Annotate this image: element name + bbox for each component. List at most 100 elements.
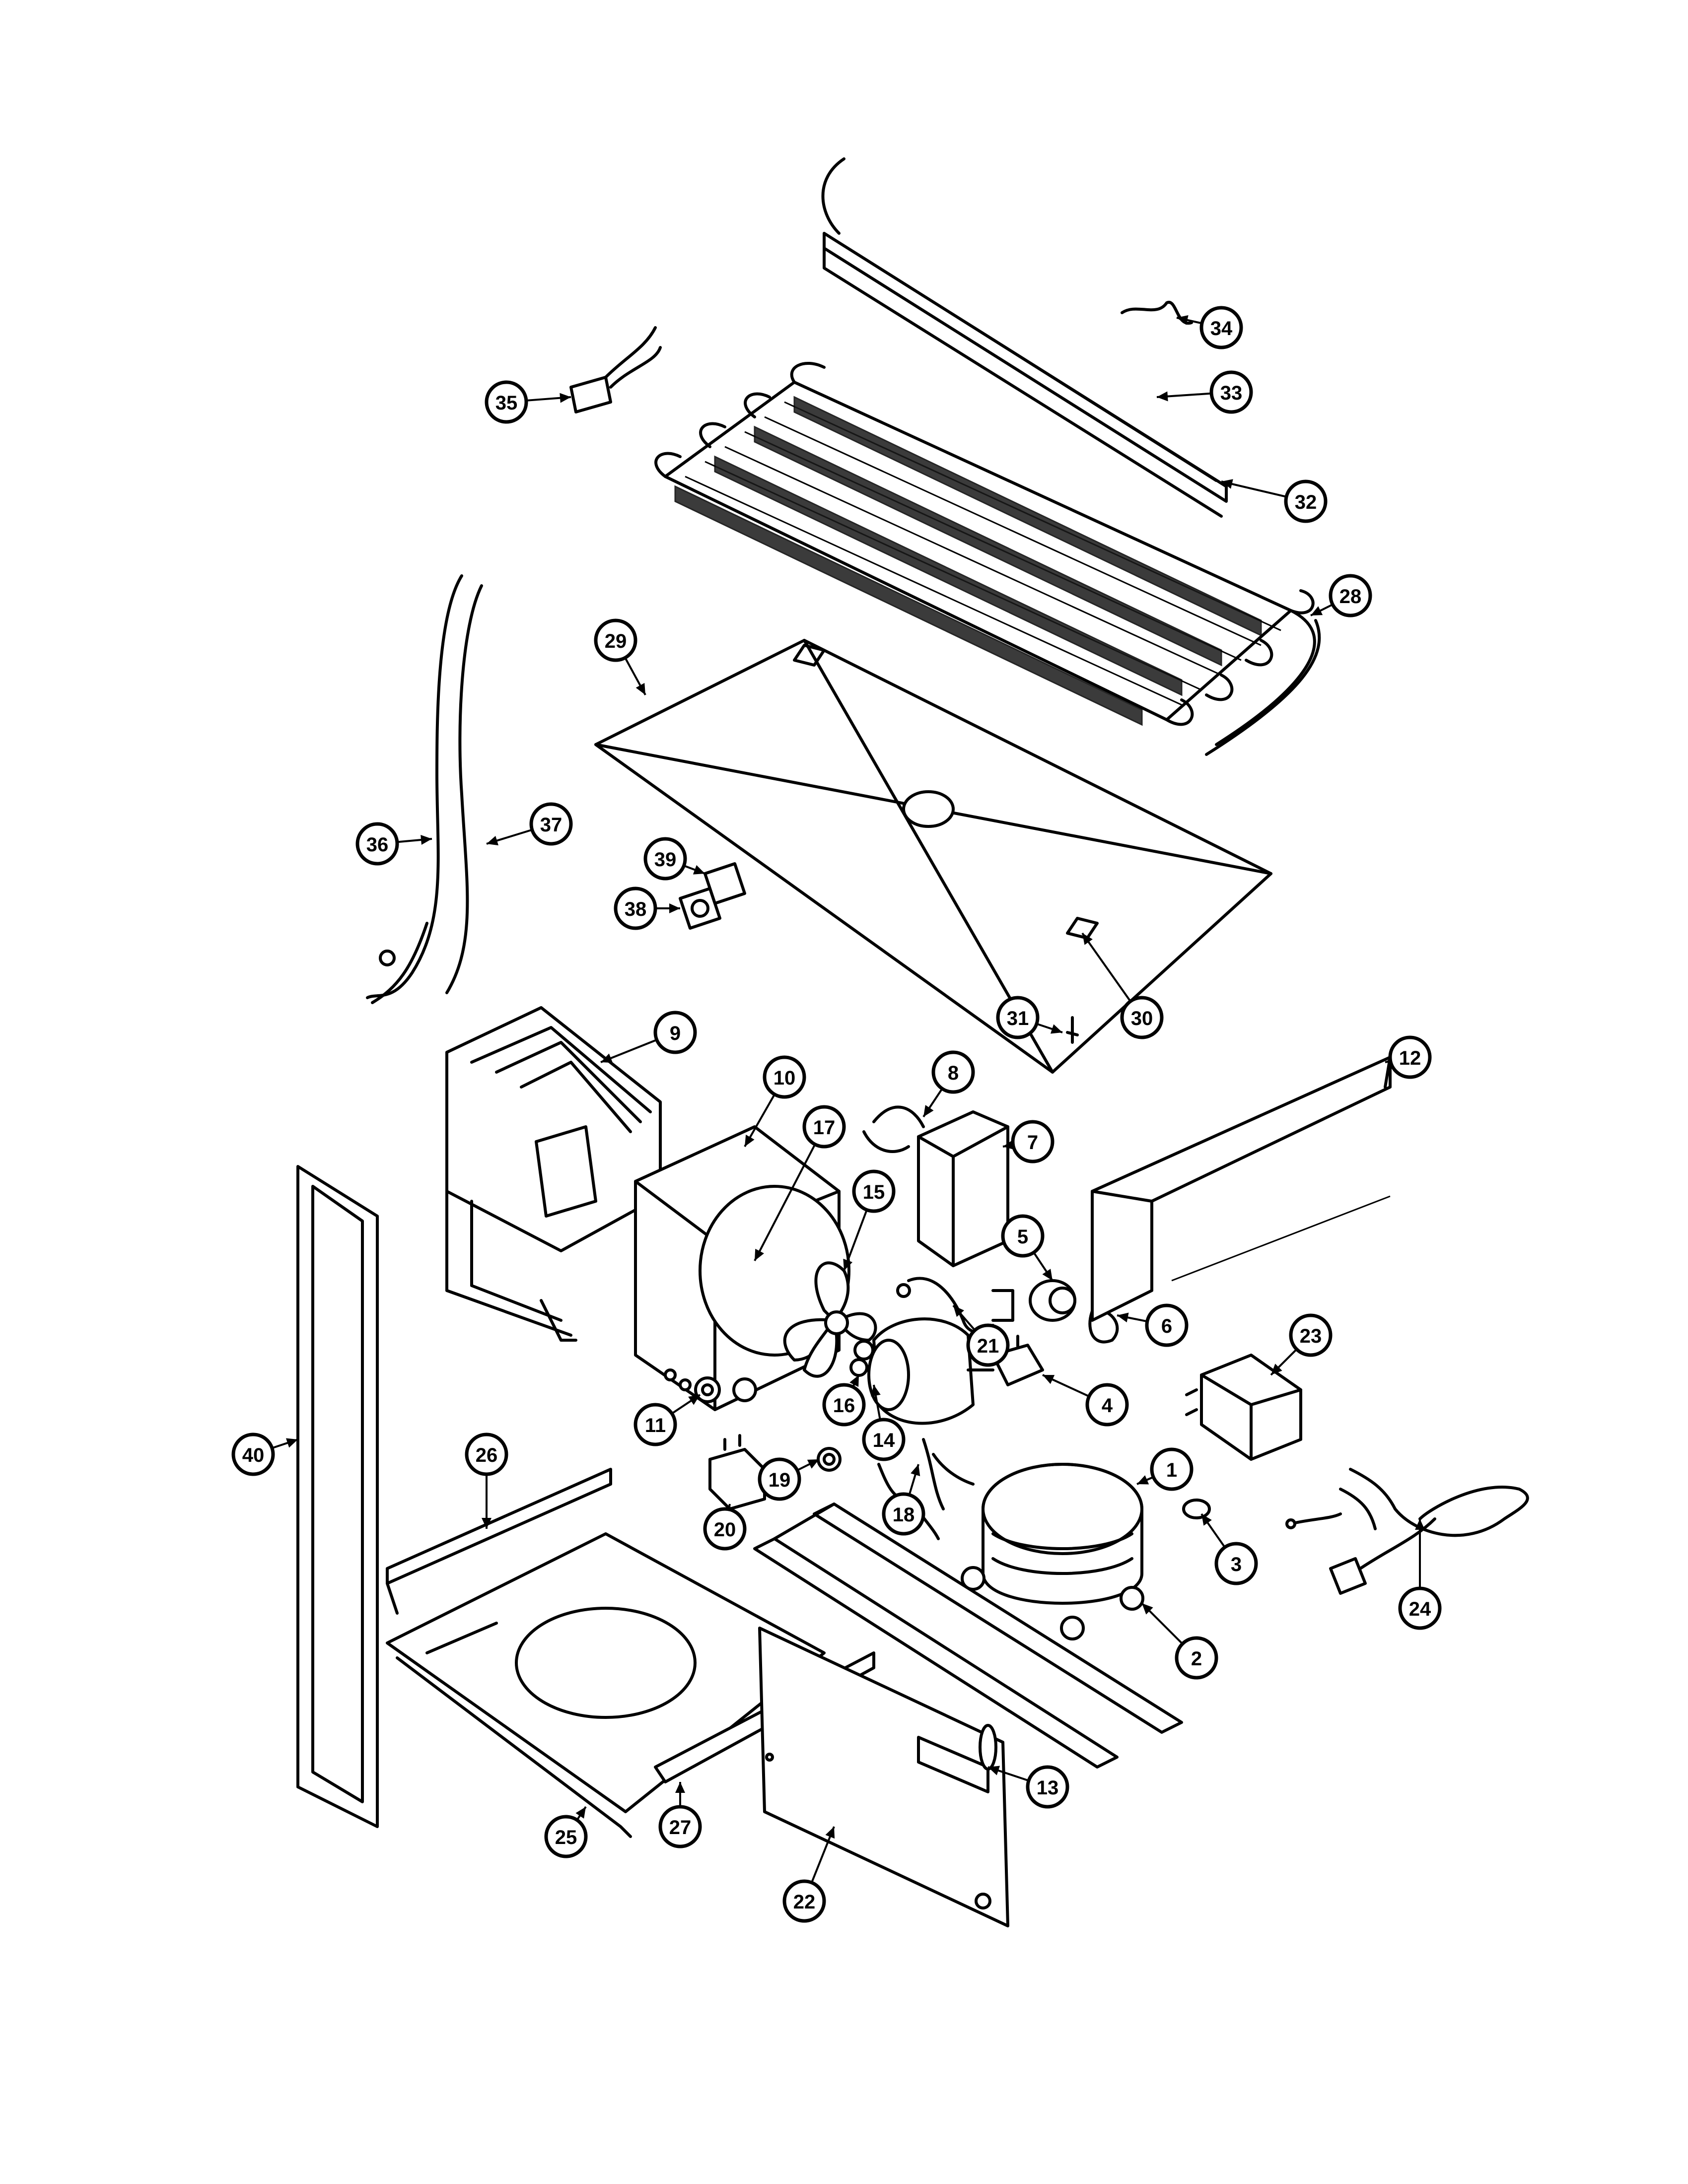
callout-26: 26 xyxy=(465,1433,508,1529)
callout-arrow-1 xyxy=(1137,1475,1149,1485)
compressor-grommets xyxy=(961,1566,1144,1640)
callout-arrow-4 xyxy=(1043,1375,1055,1384)
callout-17: 17 xyxy=(754,1105,846,1261)
drain-tubes xyxy=(366,574,483,1004)
defrost-heater-bracket xyxy=(821,157,1228,518)
callout-circle-20 xyxy=(703,1507,747,1551)
base-pan xyxy=(386,1532,826,1838)
callout-circle-11 xyxy=(633,1403,677,1446)
callout-number-13: 13 xyxy=(1037,1777,1059,1799)
callout-number-32: 32 xyxy=(1295,491,1317,513)
callout-arrow-38 xyxy=(669,903,680,913)
callout-number-40: 40 xyxy=(242,1444,265,1466)
callout-32: 32 xyxy=(1221,479,1328,523)
callout-number-9: 9 xyxy=(670,1023,681,1044)
callout-number-24: 24 xyxy=(1409,1598,1431,1620)
callout-circle-38 xyxy=(614,887,657,930)
callout-circle-26 xyxy=(465,1433,508,1476)
callout-number-25: 25 xyxy=(555,1827,577,1848)
callout-circle-9 xyxy=(653,1011,697,1054)
fan-clip xyxy=(849,1358,868,1377)
callout-arrow-14 xyxy=(871,1385,881,1397)
callout-29: 29 xyxy=(594,618,646,695)
callout-circle-5 xyxy=(1001,1214,1045,1258)
callout-40: 40 xyxy=(231,1433,298,1476)
callout-23: 23 xyxy=(1270,1313,1333,1376)
callout-8: 8 xyxy=(922,1050,975,1118)
callout-34: 34 xyxy=(1176,306,1243,349)
callout-arrow-33 xyxy=(1157,391,1168,402)
callout-arrow-27 xyxy=(675,1782,685,1793)
callout-arrow-3 xyxy=(1201,1514,1212,1526)
compressor-clip xyxy=(1182,1499,1211,1519)
callout-number-14: 14 xyxy=(873,1430,895,1451)
callout-arrow-25 xyxy=(575,1807,586,1819)
callout-number-26: 26 xyxy=(476,1444,498,1466)
callout-number-21: 21 xyxy=(977,1335,999,1357)
callout-number-5: 5 xyxy=(1017,1226,1028,1248)
callout-arrow-6 xyxy=(1117,1312,1129,1323)
callout-circle-2 xyxy=(1175,1636,1218,1680)
callout-number-15: 15 xyxy=(863,1181,885,1203)
callout-10: 10 xyxy=(744,1055,806,1147)
callout-circle-21 xyxy=(966,1323,1010,1367)
damper-parts xyxy=(679,862,746,930)
callout-circle-39 xyxy=(643,837,687,881)
callout-circle-37 xyxy=(529,802,573,846)
callout-arrow-39 xyxy=(693,865,705,875)
callout-arrow-5 xyxy=(1042,1269,1053,1281)
callout-25: 25 xyxy=(544,1806,588,1858)
callout-number-1: 1 xyxy=(1166,1459,1177,1481)
callout-circle-27 xyxy=(658,1805,702,1848)
callout-number-7: 7 xyxy=(1027,1132,1038,1154)
callout-circle-23 xyxy=(1289,1313,1333,1357)
compressor xyxy=(932,1453,1143,1605)
callout-circle-40 xyxy=(231,1433,275,1476)
callout-number-16: 16 xyxy=(833,1395,855,1417)
callout-31: 31 xyxy=(996,996,1063,1039)
callout-arrow-31 xyxy=(1050,1024,1062,1034)
callout-7: 7 xyxy=(1002,1120,1055,1163)
callout-number-39: 39 xyxy=(654,849,677,871)
callout-5: 5 xyxy=(1001,1214,1054,1282)
callout-circle-32 xyxy=(1284,479,1328,523)
callout-circle-6 xyxy=(1145,1303,1189,1347)
callout-arrow-30 xyxy=(1082,933,1093,945)
callout-arrow-8 xyxy=(923,1105,934,1117)
callout-circle-30 xyxy=(1120,996,1164,1039)
callout-14: 14 xyxy=(862,1384,906,1461)
callout-arrow-37 xyxy=(487,835,498,846)
callout-13: 13 xyxy=(987,1765,1069,1809)
callout-arrow-19 xyxy=(807,1459,819,1469)
callout-number-35: 35 xyxy=(495,392,518,414)
condenser-fan-blade xyxy=(783,1261,877,1378)
callout-arrow-15 xyxy=(843,1258,853,1271)
callout-number-3: 3 xyxy=(1231,1554,1242,1575)
callout-number-4: 4 xyxy=(1102,1395,1113,1417)
callout-arrow-23 xyxy=(1271,1364,1282,1375)
callout-19: 19 xyxy=(758,1457,820,1501)
callout-number-23: 23 xyxy=(1300,1325,1322,1347)
callout-circle-4 xyxy=(1085,1383,1129,1427)
base-bracket xyxy=(386,1468,612,1615)
panel-bracket xyxy=(917,1724,997,1793)
callout-arrow-40 xyxy=(285,1438,298,1448)
callout-number-38: 38 xyxy=(625,898,647,920)
callout-leader-30 xyxy=(1081,932,1131,1002)
thermostat-part xyxy=(569,326,662,413)
capacitor xyxy=(991,1279,1076,1322)
callout-leader-17 xyxy=(754,1144,816,1261)
callout-38: 38 xyxy=(614,887,680,930)
callout-arrow-35 xyxy=(560,393,571,403)
callout-arrow-16 xyxy=(849,1375,859,1387)
callout-circle-25 xyxy=(544,1815,588,1858)
compressor-rail xyxy=(753,1502,1183,1769)
callout-4: 4 xyxy=(1042,1374,1129,1427)
drain-pan xyxy=(594,639,1272,1074)
grommet-small xyxy=(817,1447,842,1472)
callout-6: 6 xyxy=(1117,1303,1189,1347)
callout-arrow-9 xyxy=(601,1053,613,1063)
callout-circle-24 xyxy=(1398,1586,1442,1630)
callout-circle-28 xyxy=(1329,574,1372,617)
